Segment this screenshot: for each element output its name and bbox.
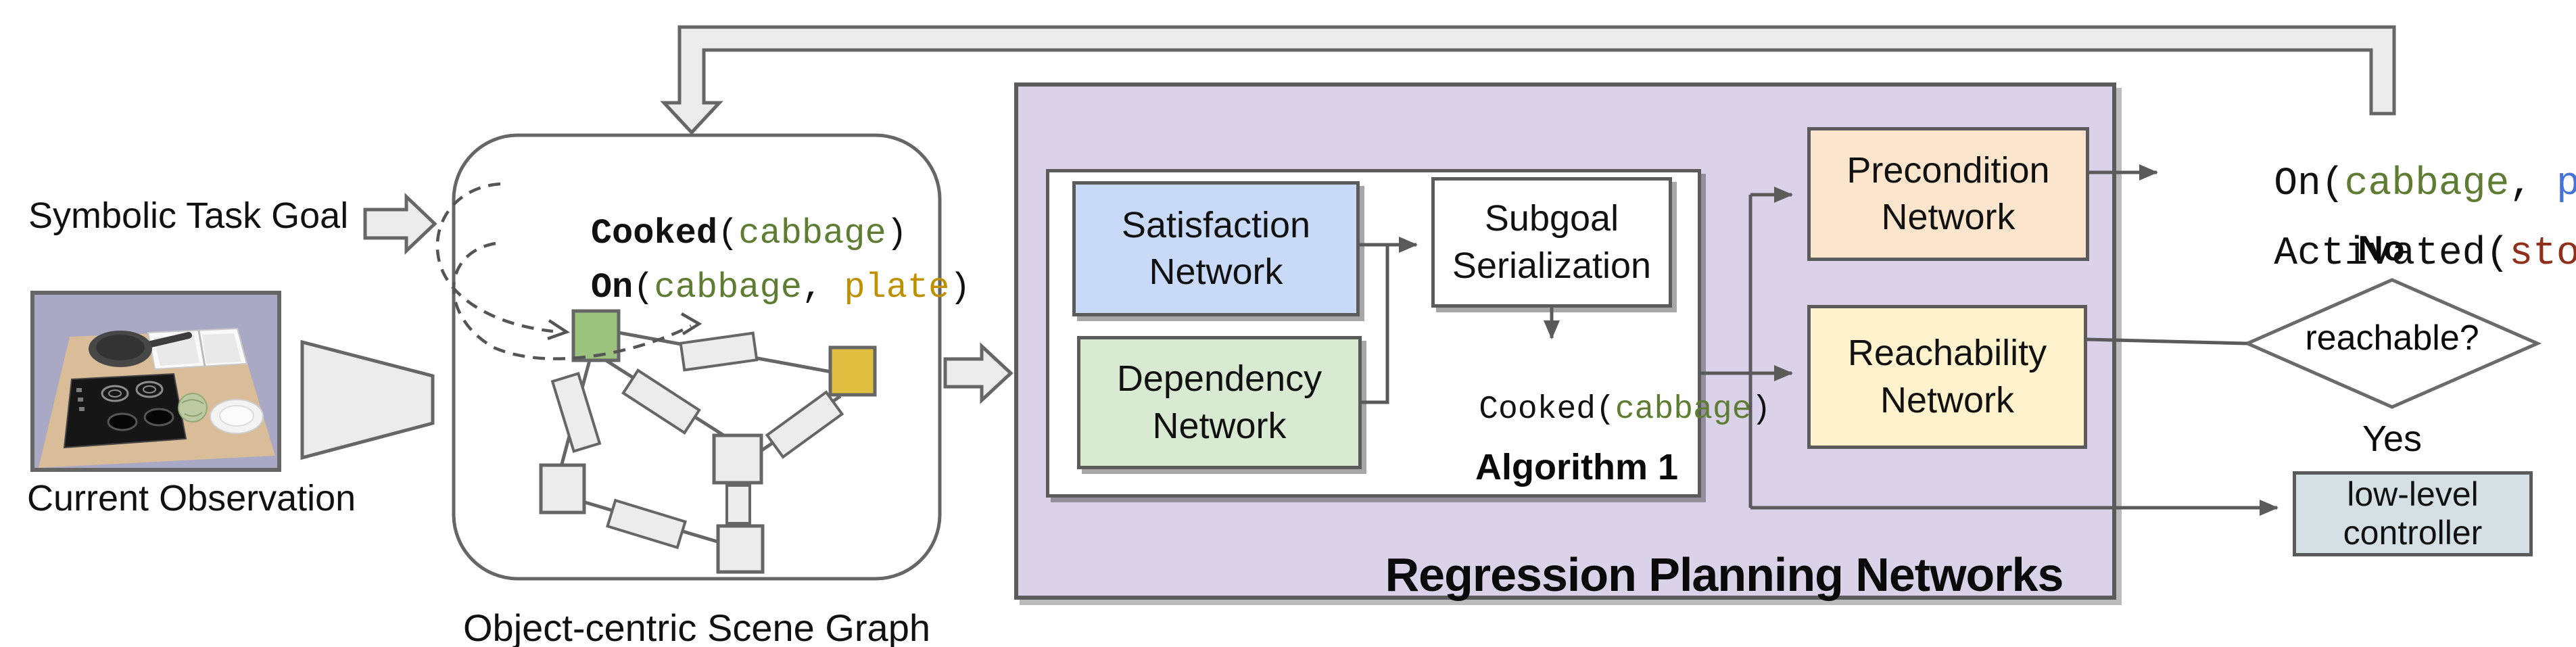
burner-icon: [101, 385, 129, 402]
pan-handle-icon: [145, 332, 192, 348]
satisfaction-network-label: Satisfaction Network: [1121, 204, 1311, 292]
predicate-arg: stove: [2509, 232, 2576, 276]
paren: ): [949, 268, 971, 308]
output-predicate-activated: Activated(stove): [2180, 195, 2576, 313]
goal-predicate-cooked: Cooked(cabbage): [506, 173, 907, 295]
reachability-network-label: Reachability Network: [1847, 333, 2047, 421]
predicate-name: On: [590, 268, 634, 308]
predicate-arg: pot: [2556, 162, 2576, 206]
graph-edge: [582, 500, 720, 544]
graph-edge-label: [765, 390, 844, 459]
predicate-name: Cooked: [1479, 391, 1596, 428]
graph-edge: [559, 360, 592, 467]
dependency-network-box: Dependency Network: [1077, 336, 1362, 469]
graph-edge: [759, 394, 842, 454]
predicate-name: On: [2274, 162, 2321, 206]
output-predicate-on: On(cabbage, pot): [2180, 126, 2576, 243]
reachable-question: reachable?: [2305, 318, 2479, 358]
observation-encoder-icon: [300, 339, 435, 460]
paren: (: [717, 214, 739, 254]
graph-edge-label: [606, 498, 687, 550]
graph-edge-label: [550, 372, 602, 453]
paren: ): [886, 214, 907, 254]
burner-icon: [143, 385, 156, 393]
no-label: No: [2358, 229, 2405, 268]
goal-label: Symbolic Task Goal: [28, 195, 349, 236]
subgoal-serialization-box: Subgoal Serialization: [1431, 177, 1672, 308]
burner-icon: [108, 389, 122, 398]
paren: (: [633, 268, 654, 308]
stove-control: [76, 388, 82, 392]
graph-node: [712, 433, 763, 485]
paren: (: [1596, 391, 1615, 428]
rpn-title: Regression Planning Networks: [1385, 548, 2064, 601]
satisfaction-network-box: Satisfaction Network: [1072, 181, 1360, 316]
graph-to-rpn-arrow-icon: [943, 342, 1013, 404]
tray-compartment: [202, 333, 241, 364]
scene-graph-edge-labels: [550, 331, 844, 550]
stove-control: [79, 407, 85, 411]
burner-icon: [107, 412, 138, 431]
paren: (: [2320, 162, 2345, 206]
paren: ): [1751, 391, 1771, 428]
predicate-arg: cabbage: [1615, 391, 1752, 428]
yes-label: Yes: [2362, 418, 2423, 459]
pan-inner: [96, 335, 145, 360]
precondition-network-label: Precondition Network: [1846, 149, 2050, 237]
graph-edge-label: [621, 368, 701, 435]
comma: ,: [2509, 162, 2556, 206]
cabbage-leaf: [184, 412, 203, 417]
low-level-controller-label: low-level controller: [2343, 475, 2483, 552]
paren: (: [2485, 232, 2510, 276]
scene-graph-caption: Object-centric Scene Graph: [463, 606, 930, 647]
subgoal-serialization-label: Subgoal Serialization: [1452, 198, 1652, 286]
stove-control: [78, 398, 83, 402]
predicate-name: Activated: [2274, 232, 2486, 276]
graph-node: [716, 524, 765, 574]
cabbage-icon: [178, 393, 208, 423]
graph-node: [539, 463, 586, 514]
predicate-arg: cabbage: [738, 214, 886, 254]
predicate-name: Cooked: [590, 214, 718, 254]
comma: ,: [801, 268, 844, 308]
observation-label: Current Observation: [27, 478, 356, 519]
algorithm-label: Algorithm 1: [1475, 447, 1678, 487]
plate-inner: [219, 405, 254, 427]
goal-predicate-on: On(cabbage, plate): [506, 227, 971, 349]
burner-icon: [143, 408, 174, 427]
goal-to-graph-arrow-icon: [363, 193, 437, 255]
graph-edge: [602, 357, 732, 441]
burner-icon: [135, 381, 164, 398]
low-level-controller-box: low-level controller: [2293, 471, 2533, 556]
graph-edge: [736, 482, 741, 527]
graph-edge-label: [725, 484, 751, 525]
predicate-arg: cabbage: [2344, 162, 2510, 206]
tray-divider: [197, 330, 206, 367]
precondition-network-box: Precondition Network: [1807, 127, 2089, 261]
predicate-arg: cabbage: [654, 268, 802, 308]
reachability-network-box: Reachability Network: [1807, 305, 2087, 449]
dependency-network-label: Dependency Network: [1116, 358, 1322, 446]
stove-cooktop: [63, 373, 187, 449]
scene-graph-edges: [559, 331, 842, 544]
cabbage-leaf: [181, 399, 204, 404]
predicate-arg: plate: [844, 268, 950, 308]
subgoal-output: Cooked(cabbage): [1401, 353, 1771, 466]
scene-graph-nodes: [539, 309, 877, 574]
graph-node-plate: [828, 345, 877, 397]
kitchen-scene: [39, 327, 275, 468]
observation-image: [30, 291, 281, 472]
